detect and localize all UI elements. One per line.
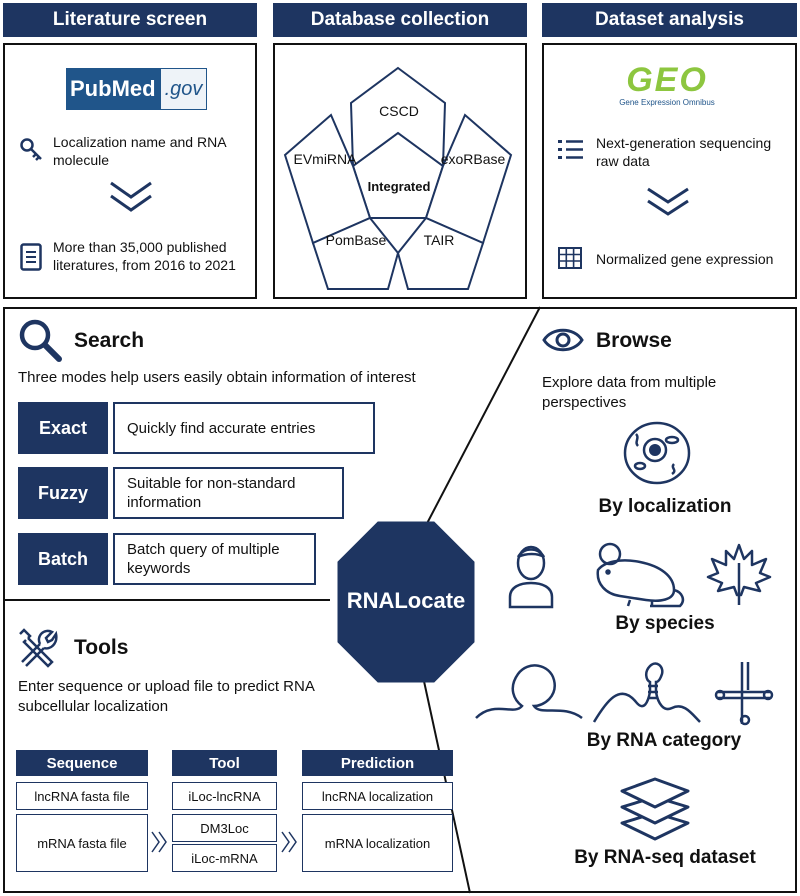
search-icon	[19, 319, 62, 362]
tools-tool-dm3loc: DM3Loc	[172, 814, 277, 842]
search-description: Three modes help users easily obtain inf…	[18, 369, 416, 386]
browse-title: Browse	[596, 329, 672, 352]
tools-header-prediction: Prediction	[302, 750, 453, 776]
dataset-item-ngs: Next-generation sequencing raw data	[596, 135, 772, 169]
browse-description: Explore data from multiple perspectives	[542, 374, 717, 411]
db-source-cscd: CSCD	[379, 103, 419, 119]
browse-by-localization[interactable]: By localization	[598, 496, 732, 517]
chevron-right-icon	[281, 831, 297, 853]
chevron-right-icon	[151, 831, 167, 853]
leaf-icon	[706, 543, 772, 605]
search-mode-exact[interactable]: Exact	[18, 402, 108, 454]
tools-title: Tools	[74, 636, 129, 659]
header-literature-screen: Literature screen	[3, 3, 257, 37]
literature-item-published: More than 35,000 published literatures, …	[53, 239, 236, 273]
browse-by-rnaseq-dataset[interactable]: By RNA-seq dataset	[574, 847, 756, 868]
document-icon	[20, 243, 42, 271]
db-source-pombase: PomBase	[325, 232, 387, 248]
mouse-icon	[596, 542, 685, 608]
human-icon	[508, 545, 554, 609]
layers-icon	[620, 777, 690, 841]
db-source-tair: TAIR	[423, 232, 455, 248]
tools-seq-lncrna: lncRNA fasta file	[16, 782, 148, 810]
chevron-down-icon	[647, 187, 689, 216]
table-grid-icon	[558, 247, 582, 269]
tools-icon	[19, 628, 58, 668]
search-mode-fuzzy[interactable]: Fuzzy	[18, 467, 108, 519]
tools-description: Enter sequence or upload file to predict…	[18, 678, 315, 715]
search-mode-exact-desc: Quickly find accurate entries	[113, 402, 375, 454]
tools-tool-iloc-mrna: iLoc-mRNA	[172, 844, 277, 872]
search-mode-fuzzy-desc: Suitable for non-standard information	[113, 467, 344, 519]
dataset-item-normalized: Normalized gene expression	[596, 251, 774, 267]
dataset-panel	[542, 43, 797, 299]
tools-pred-lncrna: lncRNA localization	[302, 782, 453, 810]
geo-logo: GEO Gene Expression Omnibus	[619, 61, 715, 107]
tools-seq-mrna: mRNA fasta file	[16, 814, 148, 872]
literature-item-localization: Localization name and RNA molecule	[53, 134, 226, 168]
search-title: Search	[74, 329, 145, 352]
list-icon	[558, 140, 583, 159]
search-mode-batch-desc: Batch query of multiple keywords	[113, 533, 316, 585]
db-source-evmirna: EVmiRNA	[293, 151, 357, 167]
rna-hairpin-icon	[592, 662, 701, 723]
browse-by-species[interactable]: By species	[615, 613, 715, 634]
rnalocate-center-label: RNALocate	[346, 588, 466, 613]
db-source-exorbase: exoRBase	[440, 151, 506, 167]
search-mode-batch[interactable]: Batch	[18, 533, 108, 585]
cell-icon	[623, 421, 691, 485]
rna-trna-icon	[714, 662, 774, 726]
tools-pred-mrna: mRNA localization	[302, 814, 453, 872]
key-icon	[20, 138, 42, 161]
database-pentagons	[283, 66, 513, 290]
tools-header-tool: Tool	[172, 750, 277, 776]
browse-by-rna-category[interactable]: By RNA category	[586, 730, 742, 751]
rna-loop-icon	[475, 664, 583, 720]
tools-tool-iloc-lncrna: iLoc-lncRNA	[172, 782, 277, 810]
tools-header-sequence: Sequence	[16, 750, 148, 776]
chevron-down-icon	[110, 181, 152, 212]
db-center-integrated: Integrated	[367, 179, 431, 194]
eye-icon	[542, 328, 584, 352]
header-dataset-analysis: Dataset analysis	[542, 3, 797, 37]
header-database-collection: Database collection	[273, 3, 527, 37]
